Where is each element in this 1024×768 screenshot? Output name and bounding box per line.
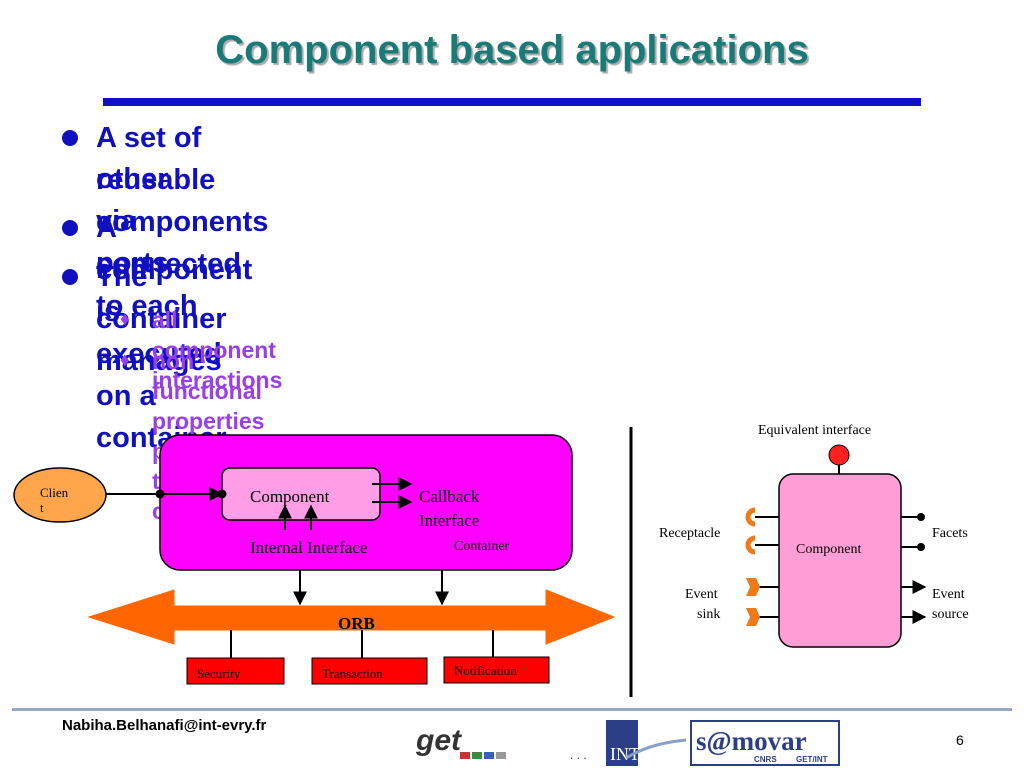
int-logo-swoosh (625, 738, 686, 760)
dots-separator: . . . (570, 748, 587, 762)
security-box (186, 657, 285, 685)
int-logo-block (606, 720, 638, 766)
component-box-right (778, 473, 902, 648)
event-sink-port (746, 608, 760, 626)
int-logo: INT (606, 720, 686, 766)
right-diagram: Equivalent interface Component Receptacl… (659, 423, 969, 648)
int-logo-text: INT (610, 744, 640, 764)
transaction-box (311, 657, 428, 685)
component-label: Component (250, 487, 330, 506)
title-underline (103, 98, 921, 106)
notification-label: Notification (454, 663, 517, 678)
bullet-dot (62, 269, 78, 285)
internal-interface-label: Internal Interface (250, 538, 368, 557)
component-right-label: Component (796, 542, 861, 557)
footer-divider (12, 708, 1012, 711)
get-logo-text: get (416, 724, 463, 757)
receptacle-label: Receptacle (659, 526, 720, 541)
facet-port (917, 513, 925, 521)
equivalent-interface-label: Equivalent interface (758, 423, 871, 438)
receptacle-port (745, 535, 756, 555)
receptacle-port (745, 507, 756, 527)
diamond-bullet-icon: ♦ (120, 350, 130, 371)
callback-label-2: Interface (419, 511, 479, 530)
bullet-1-line-2: other via ports (96, 163, 169, 279)
get-logo-stripe (472, 752, 482, 759)
samovar-logo-frame (690, 720, 840, 766)
samovar-logo-sub-1: CNRS (754, 755, 777, 764)
diamond-bullet-icon: ♦ (120, 309, 130, 330)
security-label: Security (197, 666, 241, 681)
slide-title: Component based applications (215, 28, 809, 72)
client-label-2: t (40, 500, 44, 515)
event-source-label-1: Event (932, 587, 965, 602)
bullet-3: The container manages (96, 261, 227, 377)
notification-box (443, 656, 550, 684)
page-number: 6 (956, 732, 964, 748)
get-logo-stripe (460, 752, 470, 759)
samovar-logo-text: s@movar (696, 726, 807, 756)
bullet-1-line-1: A set of reusable components connected t… (96, 122, 269, 322)
get-logo-stripe (496, 752, 506, 759)
callback-label-1: Callback (419, 487, 480, 506)
event-sink-port (746, 578, 760, 596)
get-logo: get (416, 724, 506, 759)
facets-label: Facets (932, 526, 968, 541)
left-diagram: Component Callback Interface Internal In… (13, 434, 616, 685)
samovar-logo-sub-2: GET/INT (796, 755, 828, 764)
samovar-logo: s@movar CNRS GET/INT (690, 720, 840, 766)
author-email: Nabiha.Belhanafi@int-evry.fr (62, 717, 267, 734)
client-label-1: Clien (40, 485, 69, 500)
sub-bullet-1: all component interactions (152, 307, 283, 393)
event-source-label-2: source (932, 607, 969, 622)
event-sink-label-1: Event (685, 587, 718, 602)
orb-bar (87, 589, 616, 645)
orb-label: ORB (338, 614, 375, 633)
container-label: Container (454, 539, 510, 554)
facet-port (917, 543, 925, 551)
event-sink-label-2: sink (697, 607, 720, 622)
get-logo-stripe (484, 752, 494, 759)
bullet-dot (62, 130, 78, 146)
transaction-label: Transaction (322, 666, 383, 681)
equivalent-interface-port (828, 444, 850, 466)
bullet-dot (62, 220, 78, 236)
component-port-dot (217, 489, 227, 499)
